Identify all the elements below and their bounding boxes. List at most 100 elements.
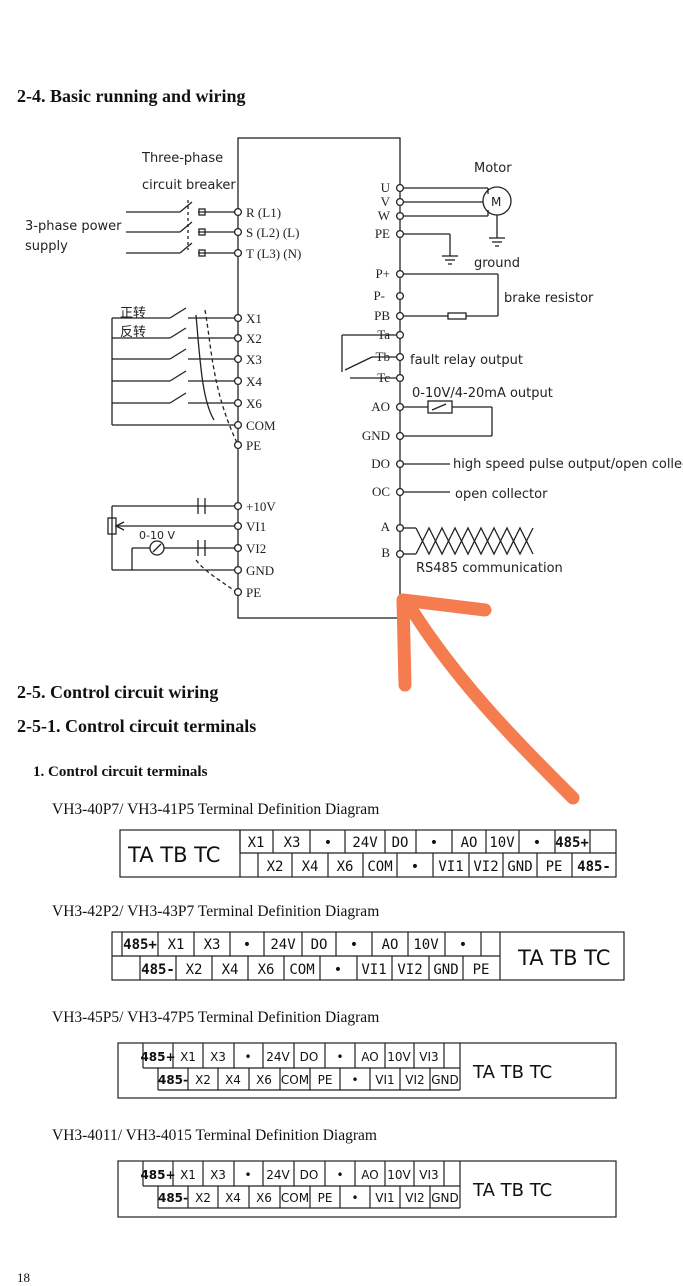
terminal-u: U: [381, 180, 391, 195]
ao-output-label: 0-10V/4-20mA output: [412, 386, 553, 401]
terminal-label: X3: [204, 937, 221, 953]
terminal-ao: AO: [371, 399, 390, 414]
terminal-pe-digital: PE: [246, 438, 261, 453]
terminal-do: DO: [371, 456, 390, 471]
terminal-x1: X1: [246, 311, 262, 326]
terminal-a: A: [381, 519, 391, 534]
terminal-label: DO: [311, 937, 328, 953]
terminal-label: AO: [361, 1168, 378, 1182]
terminal-label: X4: [225, 1073, 241, 1087]
terminal-label: GND: [431, 1191, 459, 1205]
voltage-range-label: 0-10 V: [139, 529, 175, 542]
motor-symbol-label: M: [491, 195, 501, 209]
terminal-label: 485+: [140, 1168, 175, 1182]
terminal-label: X1: [180, 1168, 196, 1182]
terminal-r: R (L1): [246, 205, 281, 220]
breaker-label-1: Three-phase: [141, 151, 223, 166]
terminal-label: •: [459, 937, 467, 953]
terminal-label: DO: [392, 835, 409, 851]
terminal-label: 485-: [141, 962, 175, 978]
terminal-diagram-2: TA TB TC 485+ X1 X3 • 24V DO • AO 10V • …: [111, 931, 625, 981]
terminal-label: GND: [431, 1073, 459, 1087]
terminal-label: COM: [281, 1191, 309, 1205]
terminal-label: X6: [258, 962, 275, 978]
terminal-label: VI1: [438, 859, 463, 875]
terminal-10v: +10V: [246, 499, 276, 514]
wiring-diagram: Three-phase circuit breaker 3-phase powe…: [25, 137, 683, 619]
breaker-label-2: circuit breaker: [142, 178, 236, 193]
terminal-label: VI3: [419, 1050, 438, 1064]
terminal-vi2: VI2: [246, 541, 266, 556]
terminal-pe-motor: PE: [375, 226, 390, 241]
diagram-caption-2: VH3-42P2/ VH3-43P7 Terminal Definition D…: [52, 903, 380, 920]
ta-tb-tc-label: TA TB TC: [472, 1180, 552, 1201]
heading-control-terminals: 2-5-1. Control circuit terminals: [17, 716, 257, 736]
terminal-label: •: [324, 835, 332, 851]
terminal-diagram-4: TA TB TC 485+ X1 X3 • 24V DO • AO 10V VI…: [117, 1160, 617, 1218]
terminal-label: X3: [284, 835, 301, 851]
diagram-caption-1: VH3-40P7/ VH3-41P5 Terminal Definition D…: [52, 801, 380, 818]
terminal-label: 485-: [577, 859, 611, 875]
annotation-arrow-icon: [396, 593, 580, 805]
terminal-p-plus: P+: [375, 266, 390, 281]
terminal-label: PE: [546, 859, 563, 875]
terminal-gnd: GND: [362, 428, 390, 443]
terminal-label: 10V: [387, 1168, 411, 1182]
terminal-pe-analog: PE: [246, 585, 261, 600]
terminal-label: AO: [461, 835, 478, 851]
terminal-label: X1: [180, 1050, 196, 1064]
terminal-label: •: [243, 937, 251, 953]
terminal-label: •: [244, 1050, 251, 1064]
rs485-label: RS485 communication: [416, 561, 563, 576]
ta-tb-tc-label: TA TB TC: [472, 1062, 552, 1083]
terminal-label: VI1: [375, 1073, 394, 1087]
terminal-label: •: [351, 1073, 358, 1087]
terminal-label: •: [533, 835, 541, 851]
open-collector-label: open collector: [455, 487, 548, 502]
reverse-label: 反转: [120, 325, 146, 340]
power-label-2: supply: [25, 239, 68, 254]
terminal-label: X2: [267, 859, 284, 875]
terminal-label: 10V: [489, 835, 515, 851]
terminal-label: VI1: [361, 962, 386, 978]
terminal-label: 485-: [158, 1191, 188, 1205]
terminal-label: VI2: [397, 962, 422, 978]
terminal-label: GND: [433, 962, 458, 978]
terminal-label: COM: [289, 962, 314, 978]
terminal-label: 10V: [413, 937, 439, 953]
terminal-label: COM: [367, 859, 392, 875]
terminal-label: •: [351, 1191, 358, 1205]
terminal-label: X4: [225, 1191, 241, 1205]
diagram-caption-3: VH3-45P5/ VH3-47P5 Terminal Definition D…: [52, 1009, 380, 1026]
terminal-label: PE: [318, 1073, 333, 1087]
terminal-label: •: [334, 962, 342, 978]
terminal-com: COM: [246, 418, 276, 433]
terminal-label: 24V: [266, 1168, 290, 1182]
ground-label: ground: [474, 256, 520, 271]
terminal-t: T (L3) (N): [246, 246, 301, 261]
terminal-label: AO: [361, 1050, 378, 1064]
diagram-caption-4: VH3-4011/ VH3-4015 Terminal Definition D…: [52, 1127, 377, 1144]
terminal-label: X2: [195, 1073, 211, 1087]
terminal-label: X4: [222, 962, 239, 978]
pulse-output-label: high speed pulse output/open collector: [453, 457, 683, 472]
terminal-label: VI2: [405, 1073, 424, 1087]
terminal-label: •: [244, 1168, 251, 1182]
terminal-label: 24V: [266, 1050, 290, 1064]
terminal-ta: Ta: [377, 327, 390, 342]
ta-tb-tc-label: TA TB TC: [517, 946, 610, 970]
terminal-label: 24V: [270, 937, 296, 953]
terminal-label: VI2: [405, 1191, 424, 1205]
terminal-label: 485+: [140, 1050, 175, 1064]
terminal-diagram-1: TA TB TC X1 X3 • 24V DO • AO 10V • 485+ …: [119, 829, 617, 878]
terminal-label: X6: [256, 1073, 272, 1087]
subheading-terminals: 1. Control circuit terminals: [33, 764, 208, 780]
terminal-b: B: [381, 545, 390, 560]
terminal-label: •: [430, 835, 438, 851]
terminal-label: GND: [507, 859, 532, 875]
terminal-label: •: [336, 1050, 343, 1064]
terminal-label: X6: [337, 859, 354, 875]
terminal-label: 485+: [555, 835, 589, 851]
power-label-1: 3-phase power: [25, 219, 122, 234]
fault-relay-label: fault relay output: [410, 353, 523, 368]
